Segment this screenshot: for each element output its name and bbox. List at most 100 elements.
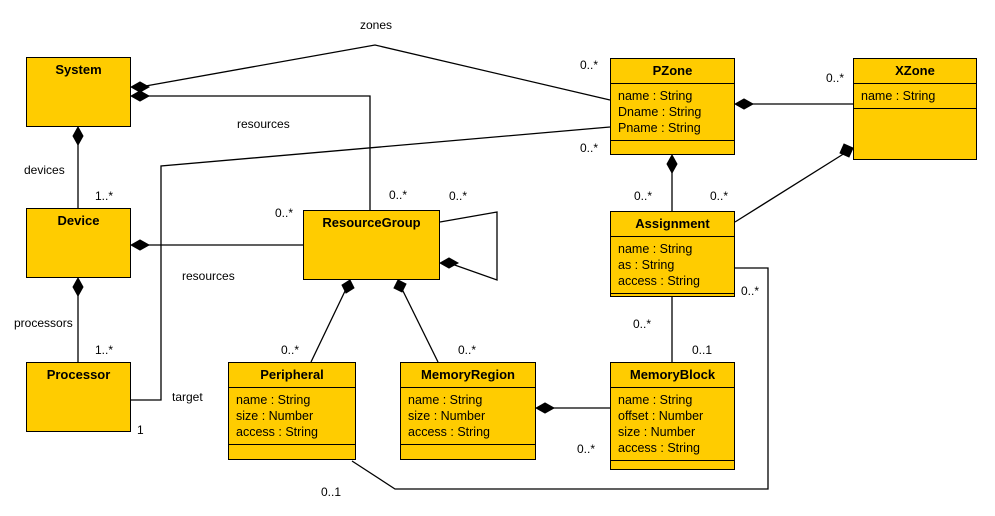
edge-device-processors-processor <box>72 276 84 362</box>
class-attributes-assignment: name : String as : String access : Strin… <box>611 236 734 293</box>
class-operations-pzone <box>611 140 734 161</box>
attribute: access : String <box>618 274 700 288</box>
edge-resourcegroup-memoryregion <box>393 279 439 363</box>
multiplicity-resourcegroup-top: 0..* <box>389 188 408 202</box>
class-operations-assignment <box>611 293 734 304</box>
role-label-resources-1: resources <box>237 117 290 131</box>
attribute: name : String <box>618 393 693 407</box>
class-box-memoryregion[interactable]: MemoryRegion name : String size : Number… <box>400 362 536 460</box>
class-box-pzone[interactable]: PZone name : String Dname : String Pname… <box>610 58 735 155</box>
class-name-system: System <box>55 62 102 77</box>
attribute: name : String <box>618 89 693 103</box>
composition-diamond <box>72 125 84 147</box>
composition-diamond <box>666 153 678 175</box>
attribute: name : String <box>408 393 483 407</box>
attribute: name : String <box>236 393 311 407</box>
role-label-processors: processors <box>14 316 73 330</box>
multiplicity-processor-upper: 1..* <box>95 343 114 357</box>
composition-diamond <box>129 90 151 102</box>
class-name-memoryblock: MemoryBlock <box>629 367 716 382</box>
composition-diamond <box>534 402 556 414</box>
multiplicity-assignment-bottom: 0..* <box>633 317 652 331</box>
edge-pzone-assignment <box>666 153 678 211</box>
attribute: as : String <box>618 258 675 272</box>
multiplicity-resourcegroup-self: 0..* <box>449 189 468 203</box>
class-box-system[interactable]: System <box>26 57 131 127</box>
attribute: name : String <box>618 242 693 256</box>
multiplicity-device-upper: 1..* <box>95 189 114 203</box>
class-attributes-pzone: name : String Dname : String Pname : Str… <box>611 83 734 140</box>
multiplicity-assignment-right: 0..* <box>741 284 760 298</box>
edge-system-zones-pzone <box>129 44 611 101</box>
class-name-memoryregion: MemoryRegion <box>421 367 515 382</box>
composition-diamond <box>733 98 755 110</box>
class-box-xzone[interactable]: XZone name : String <box>853 58 977 160</box>
multiplicity-peripheral-lower: 0..1 <box>321 485 342 499</box>
multiplicity-memoryblock-left: 0..* <box>577 442 596 456</box>
class-attributes-peripheral: name : String size : Number access : Str… <box>229 387 355 444</box>
role-label-devices: devices <box>24 163 65 177</box>
edge-assignment-peripheral <box>351 267 769 490</box>
multiplicity-assignment-top-left: 0..* <box>634 189 653 203</box>
multiplicity-xzone-left: 0..* <box>826 71 845 85</box>
attribute: access : String <box>236 425 318 439</box>
edge-resourcegroup-peripheral <box>310 279 355 363</box>
class-box-memoryblock[interactable]: MemoryBlock name : String offset : Numbe… <box>610 362 735 470</box>
composition-diamond <box>341 279 355 294</box>
attribute: offset : Number <box>618 409 704 423</box>
class-operations-peripheral <box>229 444 355 467</box>
class-operations-memoryregion <box>401 444 535 467</box>
composition-diamond <box>129 81 151 93</box>
multiplicity-processor-lower: 1 <box>137 423 144 437</box>
edge-memoryregion-memoryblock <box>534 402 610 414</box>
composition-diamond <box>72 276 84 298</box>
attribute: Dname : String <box>618 105 702 119</box>
class-name-xzone: XZone <box>895 63 935 78</box>
role-label-zones: zones <box>360 18 393 32</box>
class-name-resourcegroup: ResourceGroup <box>322 215 421 230</box>
composition-diamond <box>129 239 151 251</box>
attribute: Pname : String <box>618 121 701 135</box>
class-attributes-memoryregion: name : String size : Number access : Str… <box>401 387 535 444</box>
class-box-processor[interactable]: Processor <box>26 362 131 432</box>
class-operations-xzone <box>854 108 976 153</box>
edge-device-resources-resourcegroup <box>129 239 303 251</box>
multiplicity-memoryregion-upper: 0..* <box>458 343 477 357</box>
attribute: size : Number <box>408 409 486 423</box>
edge-system-devices-device <box>72 125 84 208</box>
composition-diamond <box>393 279 407 293</box>
class-name-assignment: Assignment <box>635 216 710 231</box>
attribute: size : Number <box>236 409 314 423</box>
class-box-device[interactable]: Device <box>26 208 131 278</box>
multiplicity-peripheral-upper: 0..* <box>281 343 300 357</box>
attribute: access : String <box>618 441 700 455</box>
class-attributes-xzone: name : String <box>854 83 976 108</box>
class-name-peripheral: Peripheral <box>260 367 324 382</box>
attribute: size : Number <box>618 425 696 439</box>
class-box-assignment[interactable]: Assignment name : String as : String acc… <box>610 211 735 297</box>
class-operations-memoryblock <box>611 460 734 477</box>
attribute: name : String <box>861 89 936 103</box>
role-label-target: target <box>172 390 203 404</box>
class-box-peripheral[interactable]: Peripheral name : String size : Number a… <box>228 362 356 460</box>
edge-pzone-xzone <box>733 98 853 110</box>
class-box-resourcegroup[interactable]: ResourceGroup <box>303 210 440 280</box>
attribute: access : String <box>408 425 490 439</box>
class-attributes-memoryblock: name : String offset : Number size : Num… <box>611 387 734 460</box>
edge-assignment-xzone <box>734 143 854 223</box>
class-name-device: Device <box>57 213 100 228</box>
class-name-pzone: PZone <box>652 63 693 78</box>
composition-diamond <box>839 143 854 158</box>
class-name-processor: Processor <box>46 367 111 382</box>
multiplicity-resourcegroup-left: 0..* <box>275 206 294 220</box>
role-label-resources-2: resources <box>182 269 235 283</box>
multiplicity-memoryblock-top: 0..1 <box>692 343 713 357</box>
edge-resourcegroup-self-loop <box>438 211 498 281</box>
composition-diamond <box>438 257 460 269</box>
multiplicity-pzone-top: 0..* <box>580 58 599 72</box>
edge-processor-target-pzone <box>131 126 611 401</box>
edge-system-resources-resourcegroup <box>129 90 371 210</box>
multiplicity-pzone-bottom: 0..* <box>580 141 599 155</box>
